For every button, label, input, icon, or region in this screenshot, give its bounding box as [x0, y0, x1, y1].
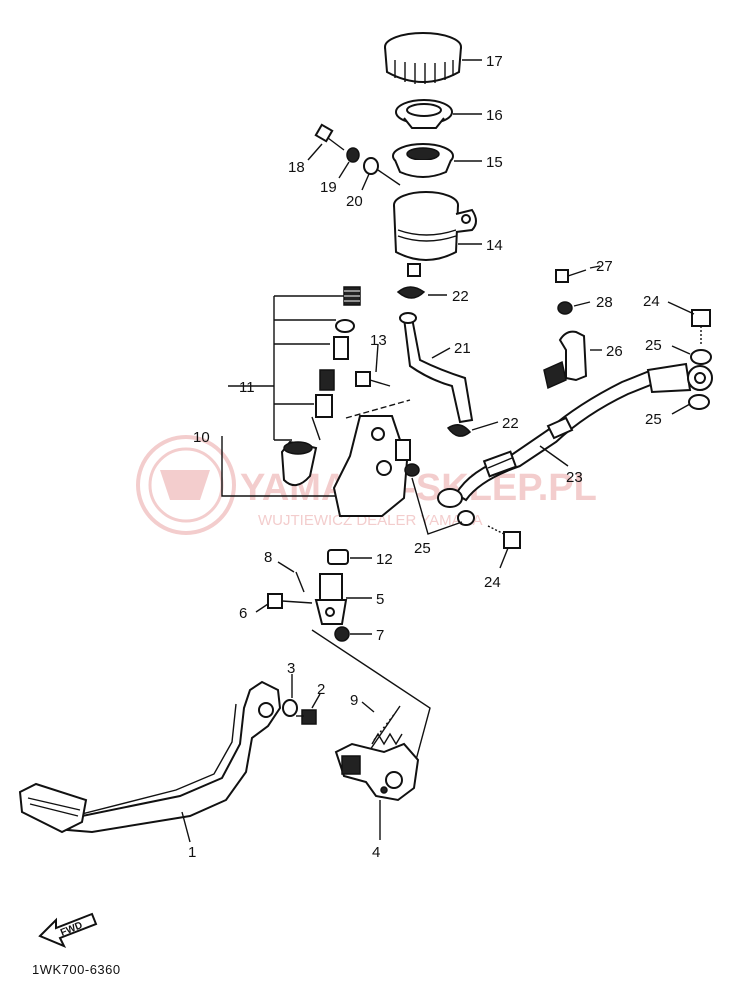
- part-26-hose-guide: [543, 330, 588, 390]
- callout-20: 20: [346, 193, 363, 210]
- part-27-screw: [555, 269, 587, 283]
- callout-5: 5: [376, 591, 384, 608]
- part-1-brake-pedal: [18, 680, 282, 834]
- callout-26: 26: [606, 343, 623, 360]
- part-18-bolt: [314, 123, 345, 151]
- callout-27: 27: [596, 258, 613, 275]
- callout-21: 21: [454, 340, 471, 357]
- callout-7: 7: [376, 627, 384, 644]
- part-7-nut: [334, 626, 350, 642]
- callout-1: 1: [188, 844, 196, 861]
- callout-24-upper: 24: [643, 293, 660, 310]
- callout-25-right: 25: [645, 411, 662, 428]
- callout-18: 18: [288, 159, 305, 176]
- part-3-washer: [282, 699, 298, 717]
- part-15-diaphragm: [392, 143, 454, 178]
- part-11-master-cylinder-kit: [280, 286, 361, 487]
- callout-3: 3: [287, 660, 295, 677]
- part-12-locknut: [327, 549, 349, 565]
- callout-23: 23: [566, 469, 583, 486]
- watermark-subtitle: WUJTIEWICZ DEALER YAMAHA: [258, 512, 482, 529]
- callout-25-upper: 25: [645, 337, 662, 354]
- part-banjo-fitting: [646, 362, 713, 394]
- callout-15: 15: [486, 154, 503, 171]
- part-16-diaphragm-plate: [395, 99, 453, 129]
- part-9-return-spring: [369, 705, 403, 751]
- diagram-code: 1WK700-6360: [32, 962, 121, 977]
- callout-8: 8: [264, 549, 272, 566]
- part-25-washer-left: [404, 463, 475, 526]
- part-21-reservoir-hose: [399, 312, 474, 424]
- part-25-copper-washer-lower: [688, 394, 710, 410]
- part-4-pedal-bracket: [334, 742, 420, 802]
- callout-24-lower: 24: [484, 574, 501, 591]
- callout-11: 11: [239, 379, 255, 396]
- callout-16: 16: [486, 107, 503, 124]
- callout-9: 9: [350, 692, 358, 709]
- callout-19: 19: [320, 179, 337, 196]
- callout-14: 14: [486, 237, 503, 254]
- part-6-clevis-pin: [267, 593, 313, 609]
- part-24-union-bolt: [691, 309, 711, 344]
- part-22-hose-clip: [396, 286, 426, 299]
- callout-10: 10: [193, 429, 210, 446]
- part-2-bolt: [296, 709, 317, 725]
- part-5-clevis: [314, 573, 348, 625]
- callout-4: 4: [372, 844, 380, 861]
- part-24-union-bolt-lower: [487, 525, 521, 549]
- callout-2: 2: [317, 681, 325, 698]
- part-28-washer: [557, 301, 573, 315]
- watermark-logo-icon: [136, 435, 236, 535]
- part-master-cylinder-body: [332, 415, 411, 517]
- part-13-bolt: [355, 371, 391, 387]
- front-direction-arrow-icon: FWD: [38, 912, 98, 948]
- front-label: FWD: [59, 920, 84, 939]
- callout-6: 6: [239, 605, 247, 622]
- callout-17: 17: [486, 53, 503, 70]
- part-25-copper-washer: [690, 349, 712, 365]
- part-8-cotter-pin: [295, 571, 305, 593]
- part-22-hose-clip-lower: [446, 424, 472, 437]
- callout-22-upper: 22: [452, 288, 469, 305]
- part-20-washer: [363, 157, 379, 175]
- callout-22-lower: 22: [502, 415, 519, 432]
- callout-25-lower: 25: [414, 540, 431, 557]
- part-23-brake-hose: [437, 368, 660, 508]
- part-19-washer: [346, 147, 360, 163]
- callout-12: 12: [376, 551, 393, 568]
- part-14-reservoir-tank: [393, 191, 477, 277]
- callout-28: 28: [596, 294, 613, 311]
- part-17-reservoir-cap: [384, 32, 462, 84]
- callout-13: 13: [370, 332, 387, 349]
